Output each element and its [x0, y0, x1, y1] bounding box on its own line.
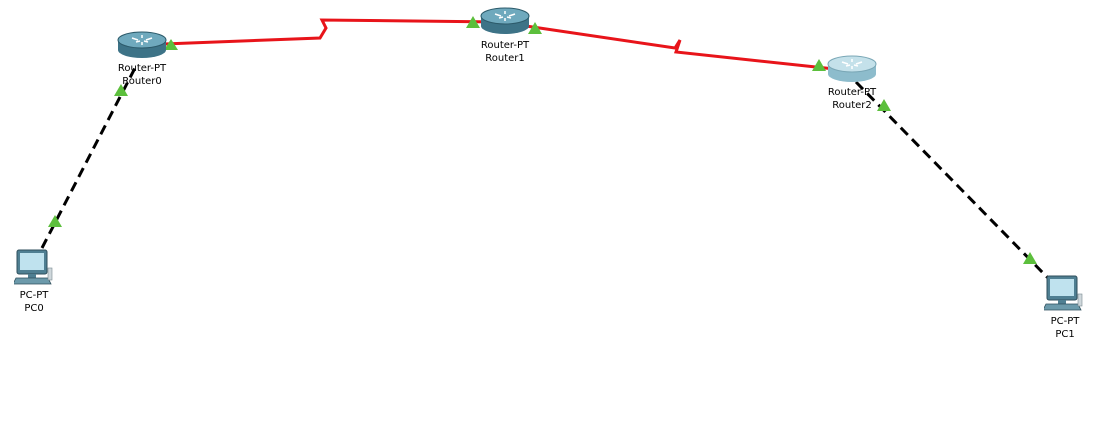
pc-icon	[14, 249, 53, 285]
device-name-label: Router0	[122, 76, 162, 87]
router-icon	[827, 55, 877, 82]
device-pc0[interactable]	[14, 248, 54, 286]
device-model-label: PC-PT	[1050, 316, 1080, 327]
router-icon	[480, 7, 530, 34]
device-model-label: PC-PT	[19, 290, 49, 301]
serial-link-router0-router1[interactable]	[163, 18, 501, 46]
serial-link-router1-router2[interactable]	[525, 24, 845, 72]
device-model-label: Router-PT	[117, 63, 167, 74]
device-name-label: Router2	[832, 100, 872, 111]
link-up-indicator-icon	[48, 215, 62, 227]
device-router2[interactable]	[826, 54, 878, 84]
link-up-indicator-icon	[114, 84, 128, 96]
device-name-label: PC1	[1055, 329, 1075, 340]
copper-link-router2-pc1[interactable]	[854, 80, 1050, 280]
device-name-label: Router1	[485, 53, 525, 64]
device-router0[interactable]	[116, 30, 168, 60]
device-router1[interactable]	[479, 6, 531, 36]
device-name-label: PC0	[24, 303, 44, 314]
device-model-label: Router-PT	[827, 87, 877, 98]
device-model-label: Router-PT	[480, 40, 530, 51]
link-up-indicator-icon	[164, 39, 178, 50]
link-up-indicator-icon	[812, 59, 826, 71]
link-up-indicator-icon	[528, 22, 542, 34]
copper-link-pc0-router0[interactable]	[40, 67, 137, 249]
router-icon	[117, 31, 167, 58]
link-up-indicator-icon	[1023, 252, 1037, 264]
link-up-indicator-icon	[877, 99, 891, 111]
device-pc1[interactable]	[1044, 274, 1084, 312]
pc-icon	[1044, 275, 1083, 311]
link-up-indicator-icon	[466, 16, 480, 28]
